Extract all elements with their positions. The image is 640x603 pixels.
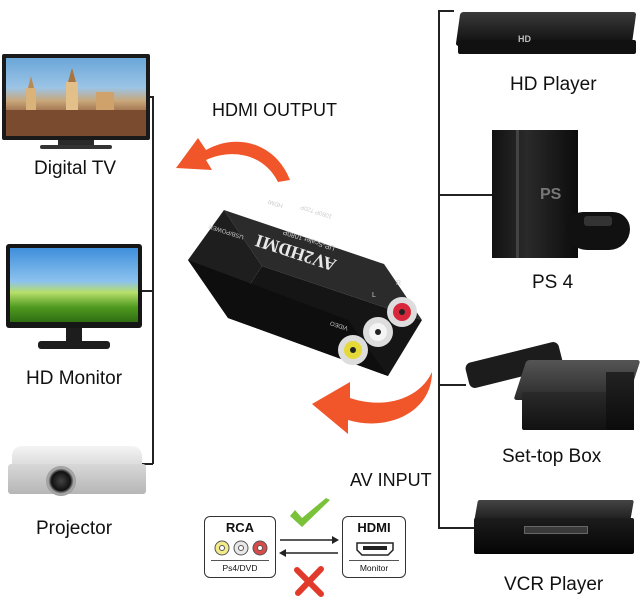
rca-divider [211,560,269,561]
projector-image [12,446,142,468]
controller-touchpad [584,216,612,226]
rca-sub: Ps4/DVD [222,563,258,573]
left-bracket-bottom [140,463,153,465]
hdmi-port-icon [356,542,394,556]
digital-tv-screen [6,58,146,136]
projector-lens-icon [46,466,76,496]
monitor-base [38,341,110,349]
digital-tv-label: Digital TV [34,158,117,179]
converter-l-text: L [372,292,376,299]
tv-stand [58,140,94,146]
cross-mark-icon [294,566,324,597]
hdmi-sub: Monitor [359,563,389,573]
av-input-label: AV INPUT [350,470,432,490]
hd-monitor-screen [10,248,138,322]
av-input-arrow-icon [312,372,432,434]
city-skyline-icon [6,68,146,136]
right-bracket-ps4 [438,194,492,196]
ps4-label: PS 4 [532,272,574,293]
hd-monitor-label: HD Monitor [26,368,123,389]
ps4-console-image [492,130,578,258]
vcr-player-front [474,518,634,554]
right-bracket-top [438,10,454,12]
arrow-left-icon [279,549,338,557]
arrow-right-icon [280,536,339,544]
projector-label: Projector [36,518,113,539]
hd-player-front [458,40,636,54]
left-bracket-mid [140,290,153,292]
tv-base [40,145,112,149]
hdmi-output-label: HDMI OUTPUT [212,100,337,120]
left-bracket-vertical [152,96,154,464]
hd-player-badge: HD [518,34,531,44]
rca-plugs-icon [214,540,268,556]
hdmi-title: HDMI [357,520,391,535]
set-top-box-side [606,372,634,430]
hdmi-divider [349,560,399,561]
set-top-box-label: Set-top Box [502,446,602,467]
hd-player-label: HD Player [510,74,597,95]
check-mark-icon [290,498,330,527]
rca-badge: RCA Ps4/DVD [204,516,276,578]
right-bracket-stb [438,384,466,386]
hdmi-badge: HDMI Monitor [342,516,406,578]
monitor-neck [66,328,82,342]
ps4-logo-icon: PS [540,186,562,203]
hdmi-output-arrow-icon [176,138,290,182]
vcr-tape-slot [524,526,588,534]
rca-title: RCA [225,520,255,535]
av2hdmi-converter-image [188,210,422,376]
right-bracket-bottom [438,527,474,529]
ps4-groove [516,130,519,258]
vcr-player-label: VCR Player [504,574,604,595]
converter-r-text: R [396,280,402,287]
projector-body [8,464,146,494]
right-bracket-vertical [438,10,440,528]
